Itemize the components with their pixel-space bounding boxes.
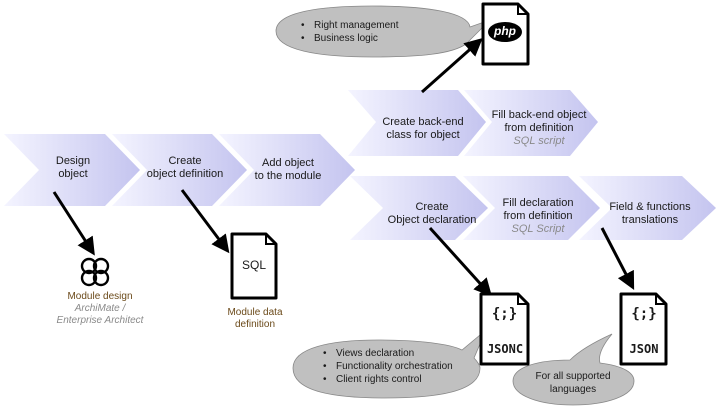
php-note-item: Business logic xyxy=(301,32,399,45)
chevron-design-object xyxy=(4,134,140,206)
json-icon-label: JSON xyxy=(629,342,659,356)
chevron-add-object-to-module xyxy=(219,134,355,206)
arrow-design-to-module-design xyxy=(52,191,95,256)
php-notes-list: Right management Business logic xyxy=(300,19,399,45)
step-add-object-to-module: Add object to the module xyxy=(248,157,328,183)
step-create-backend-class: Create back-end class for object xyxy=(378,116,468,142)
caption-module-data-definition-text: Module data definition xyxy=(227,307,283,330)
step-add-object-to-module-text: Add object to the module xyxy=(254,157,322,182)
php-icon-label: php xyxy=(494,24,516,38)
step-create-backend-class-text: Create back-end class for object xyxy=(382,116,464,141)
jsonc-file-icon xyxy=(479,292,530,366)
arrow-declaration-to-jsonc xyxy=(428,226,493,297)
sql-file-icon xyxy=(230,232,278,300)
archimate-icon xyxy=(80,257,110,287)
chevron-fill-declaration xyxy=(463,176,600,240)
step-fill-backend-object-text: Fill back-end object from definition xyxy=(491,109,587,134)
jsonc-note-item: Functionality orchestration xyxy=(323,360,453,373)
step-create-object-declaration: Create Object declaration xyxy=(382,201,482,227)
bubble-json-note xyxy=(512,333,635,406)
step-fill-backend-object: Fill back-end object from definition SQL… xyxy=(488,109,590,148)
php-note-item: Right management xyxy=(301,19,398,32)
step-design-object-text: Design object xyxy=(55,155,91,180)
step-create-object-definition-text: Create object definition xyxy=(146,155,224,180)
json-file-icon xyxy=(619,292,668,366)
step-fill-backend-object-sub: SQL script xyxy=(513,135,565,147)
jsonc-note-item: Views declaration xyxy=(323,347,453,360)
arrow-definition-to-sql xyxy=(180,189,230,254)
step-fill-declaration-text: Fill declaration from definition xyxy=(502,197,574,222)
chevron-fill-backend-object xyxy=(464,90,598,156)
step-field-functions-translations-text: Field & functions translations xyxy=(609,201,691,226)
json-note-text: For all supported languages xyxy=(535,371,611,395)
json-note: For all supported languages xyxy=(522,370,624,396)
sql-icon-label: SQL xyxy=(241,258,266,272)
caption-module-data-definition: Module data definition xyxy=(220,307,290,331)
jsonc-icon-label: JSONC xyxy=(486,342,524,356)
arrow-translations-to-json xyxy=(600,227,635,290)
arrow-backend-to-php xyxy=(421,38,483,94)
caption-module-design-text: Module design xyxy=(67,291,133,302)
json-braces: {;} xyxy=(631,306,657,322)
chevron-create-object-declaration xyxy=(350,176,488,240)
jsonc-notes-list: Views declaration Functionality orchestr… xyxy=(322,347,453,386)
step-fill-declaration: Fill declaration from definition SQL Scr… xyxy=(492,197,584,236)
caption-module-design: Module design ArchiMate / Enterprise Arc… xyxy=(45,291,155,327)
php-file-icon xyxy=(481,2,530,66)
chevron-create-object-definition xyxy=(112,134,247,206)
step-create-object-declaration-text: Create Object declaration xyxy=(387,201,477,226)
step-field-functions-translations: Field & functions translations xyxy=(604,201,696,227)
jsonc-braces: {;} xyxy=(491,306,518,322)
chevron-field-functions-translations xyxy=(579,176,716,240)
chevron-create-backend-class xyxy=(348,90,486,156)
caption-module-design-sub: ArchiMate / Enterprise Architect xyxy=(56,303,144,326)
step-create-object-definition: Create object definition xyxy=(140,155,230,181)
jsonc-note-item: Client rights control xyxy=(323,373,453,386)
step-fill-declaration-sub: SQL Script xyxy=(511,223,565,235)
step-design-object: Design object xyxy=(48,155,98,181)
